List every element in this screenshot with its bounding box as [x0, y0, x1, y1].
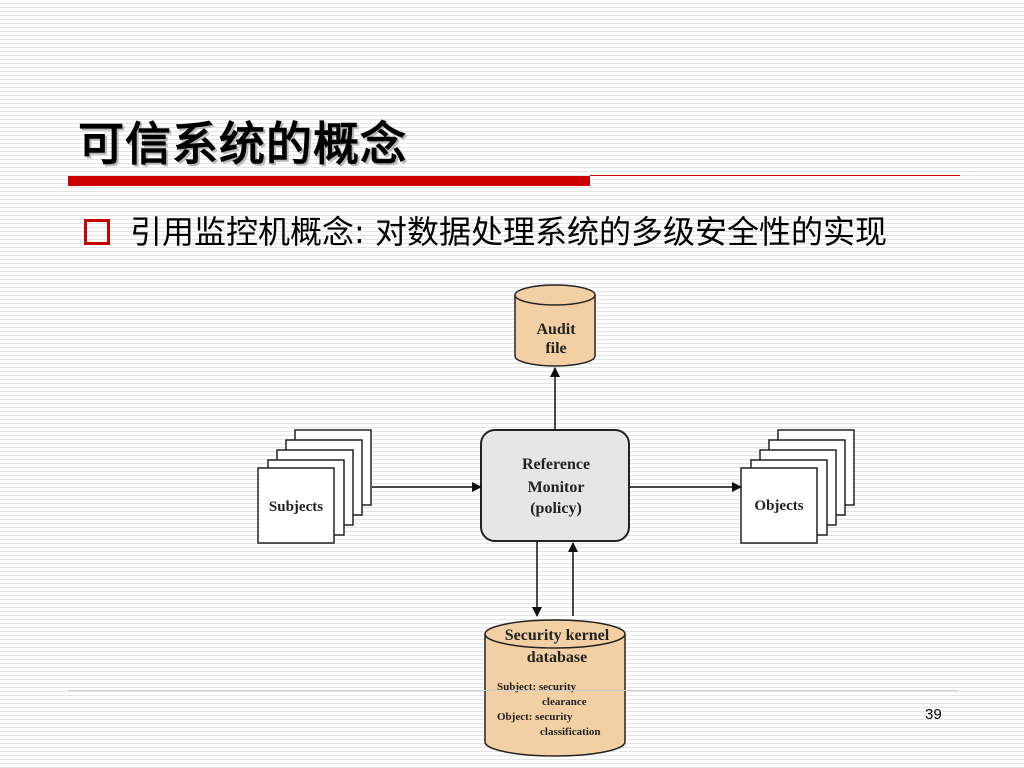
- objects-label: Objects: [754, 498, 803, 514]
- subjects-stack: Subjects: [257, 429, 372, 544]
- bullet-text: 引用监控机概念: 对数据处理系统的多级安全性的实现: [130, 213, 887, 251]
- kernel-db-title-line1: Security kernel: [505, 627, 610, 644]
- kernel-db-subject-line1: Subject: security: [497, 681, 577, 693]
- kernel-db-subject-line2: clearance: [542, 696, 587, 708]
- security-kernel-database-cylinder: Security kernel database Subject: securi…: [484, 619, 626, 757]
- audit-file-cylinder: Audit file: [514, 284, 596, 367]
- monitor-label-line3: (policy): [530, 500, 582, 517]
- title-underline-thick: [68, 176, 590, 186]
- monitor-label-line1: Reference: [522, 456, 590, 473]
- audit-file-label-line1: Audit: [536, 321, 576, 338]
- objects-stack: Objects: [740, 429, 855, 544]
- kernel-db-object-line2: classification: [540, 726, 601, 738]
- monitor-label-line2: Monitor: [528, 479, 585, 496]
- slide-title: 可信系统的概念: [78, 117, 407, 171]
- page-number: 39: [925, 706, 942, 723]
- title-underline-thin: [590, 175, 960, 176]
- kernel-db-title-line2: database: [527, 649, 587, 666]
- bullet-square-icon: [84, 219, 110, 245]
- audit-file-label-line2: file: [545, 340, 566, 357]
- subjects-label: Subjects: [269, 499, 323, 515]
- footer-divider: [68, 690, 958, 691]
- reference-monitor-box: Reference Monitor (policy): [480, 429, 630, 542]
- kernel-db-object-line1: Object: security: [497, 711, 573, 723]
